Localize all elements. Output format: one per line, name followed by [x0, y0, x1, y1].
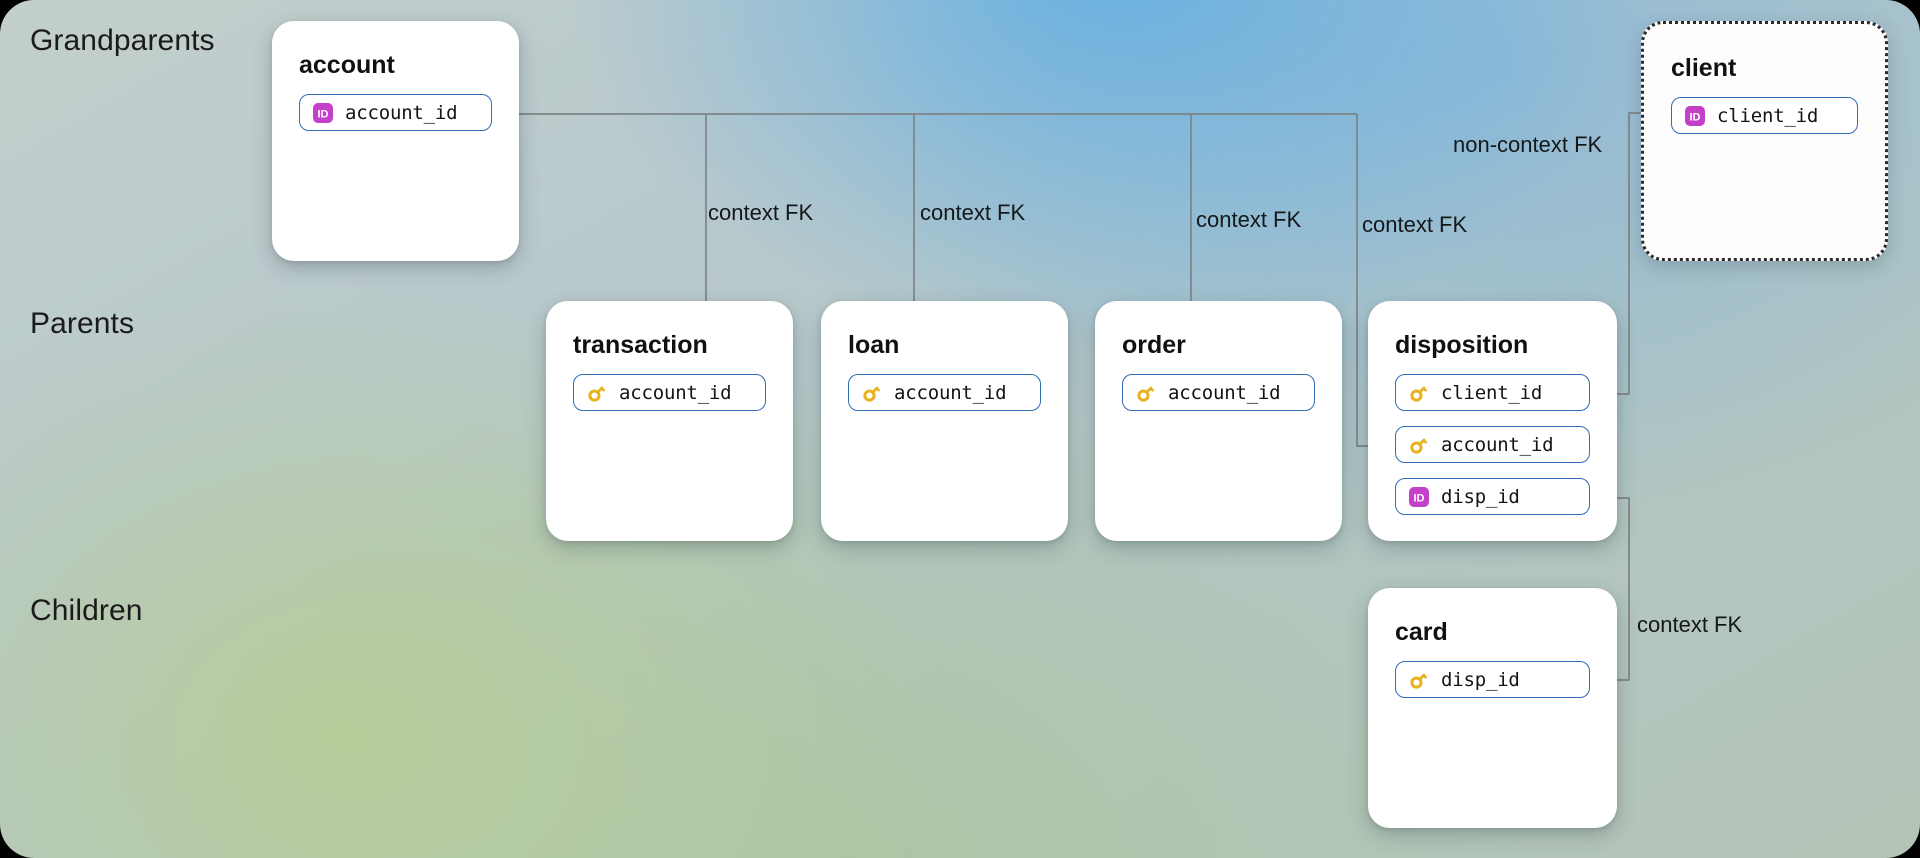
edge-label-card-fk: context FK — [1637, 612, 1743, 637]
field-account-account-id[interactable]: ID account_id — [299, 94, 492, 131]
svg-text:ID: ID — [1690, 111, 1701, 123]
key-icon — [586, 382, 608, 404]
id-badge-icon: ID — [1408, 486, 1430, 508]
table-card-client[interactable]: client ID client_id — [1641, 21, 1888, 261]
table-title-loan: loan — [848, 331, 900, 359]
id-badge-icon: ID — [312, 102, 334, 124]
field-label: account_id — [345, 101, 458, 124]
field-list-loan: account_id — [848, 374, 1041, 426]
table-card-loan[interactable]: loan account_id — [821, 301, 1068, 541]
row-label-grandparents: Grandparents — [30, 24, 215, 57]
table-card-card[interactable]: card disp_id — [1368, 588, 1617, 828]
field-order-account-id[interactable]: account_id — [1122, 374, 1315, 411]
field-disposition-client-id[interactable]: client_id — [1395, 374, 1590, 411]
table-card-disposition[interactable]: disposition client_id — [1368, 301, 1617, 541]
field-list-transaction: account_id — [573, 374, 766, 426]
table-card-account[interactable]: account ID account_id — [272, 21, 519, 261]
field-loan-account-id[interactable]: account_id — [848, 374, 1041, 411]
key-icon — [861, 382, 883, 404]
field-disposition-disp-id[interactable]: ID disp_id — [1395, 478, 1590, 515]
table-title-disposition: disposition — [1395, 331, 1529, 359]
field-label: client_id — [1441, 381, 1543, 404]
field-disposition-account-id[interactable]: account_id — [1395, 426, 1590, 463]
table-card-transaction[interactable]: transaction account_id — [546, 301, 793, 541]
field-card-disp-id[interactable]: disp_id — [1395, 661, 1590, 698]
edge-label-client-fk: non-context FK — [1453, 132, 1603, 157]
table-title-transaction: transaction — [573, 331, 708, 359]
field-label: account_id — [619, 381, 732, 404]
svg-text:ID: ID — [1414, 492, 1425, 504]
field-list-order: account_id — [1122, 374, 1315, 426]
field-list-disposition: client_id account_id — [1395, 374, 1590, 530]
row-label-children: Children — [30, 594, 143, 627]
table-title-card: card — [1395, 618, 1448, 646]
field-label: disp_id — [1441, 668, 1520, 691]
table-title-account: account — [299, 51, 395, 79]
field-list-card: disp_id — [1395, 661, 1590, 713]
table-card-order[interactable]: order account_id — [1095, 301, 1342, 541]
field-label: account_id — [1168, 381, 1281, 404]
field-list-account: ID account_id — [299, 94, 492, 146]
field-label: account_id — [1441, 433, 1554, 456]
table-title-client: client — [1671, 54, 1737, 82]
edge-label-transaction-fk: context FK — [708, 200, 814, 225]
svg-text:ID: ID — [318, 108, 329, 120]
key-icon — [1408, 669, 1430, 691]
field-label: disp_id — [1441, 485, 1520, 508]
table-title-order: order — [1122, 331, 1186, 359]
edge-label-order-fk: context FK — [1196, 207, 1302, 232]
key-icon — [1135, 382, 1157, 404]
field-client-client-id[interactable]: ID client_id — [1671, 97, 1858, 134]
field-label: client_id — [1717, 104, 1819, 127]
field-transaction-account-id[interactable]: account_id — [573, 374, 766, 411]
field-list-client: ID client_id — [1671, 97, 1858, 149]
edge-label-disposition-fk: context FK — [1362, 212, 1468, 237]
field-label: account_id — [894, 381, 1007, 404]
edge-label-loan-fk: context FK — [920, 200, 1026, 225]
key-icon — [1408, 382, 1430, 404]
key-icon — [1408, 434, 1430, 456]
id-badge-icon: ID — [1684, 105, 1706, 127]
row-label-parents: Parents — [30, 307, 135, 340]
